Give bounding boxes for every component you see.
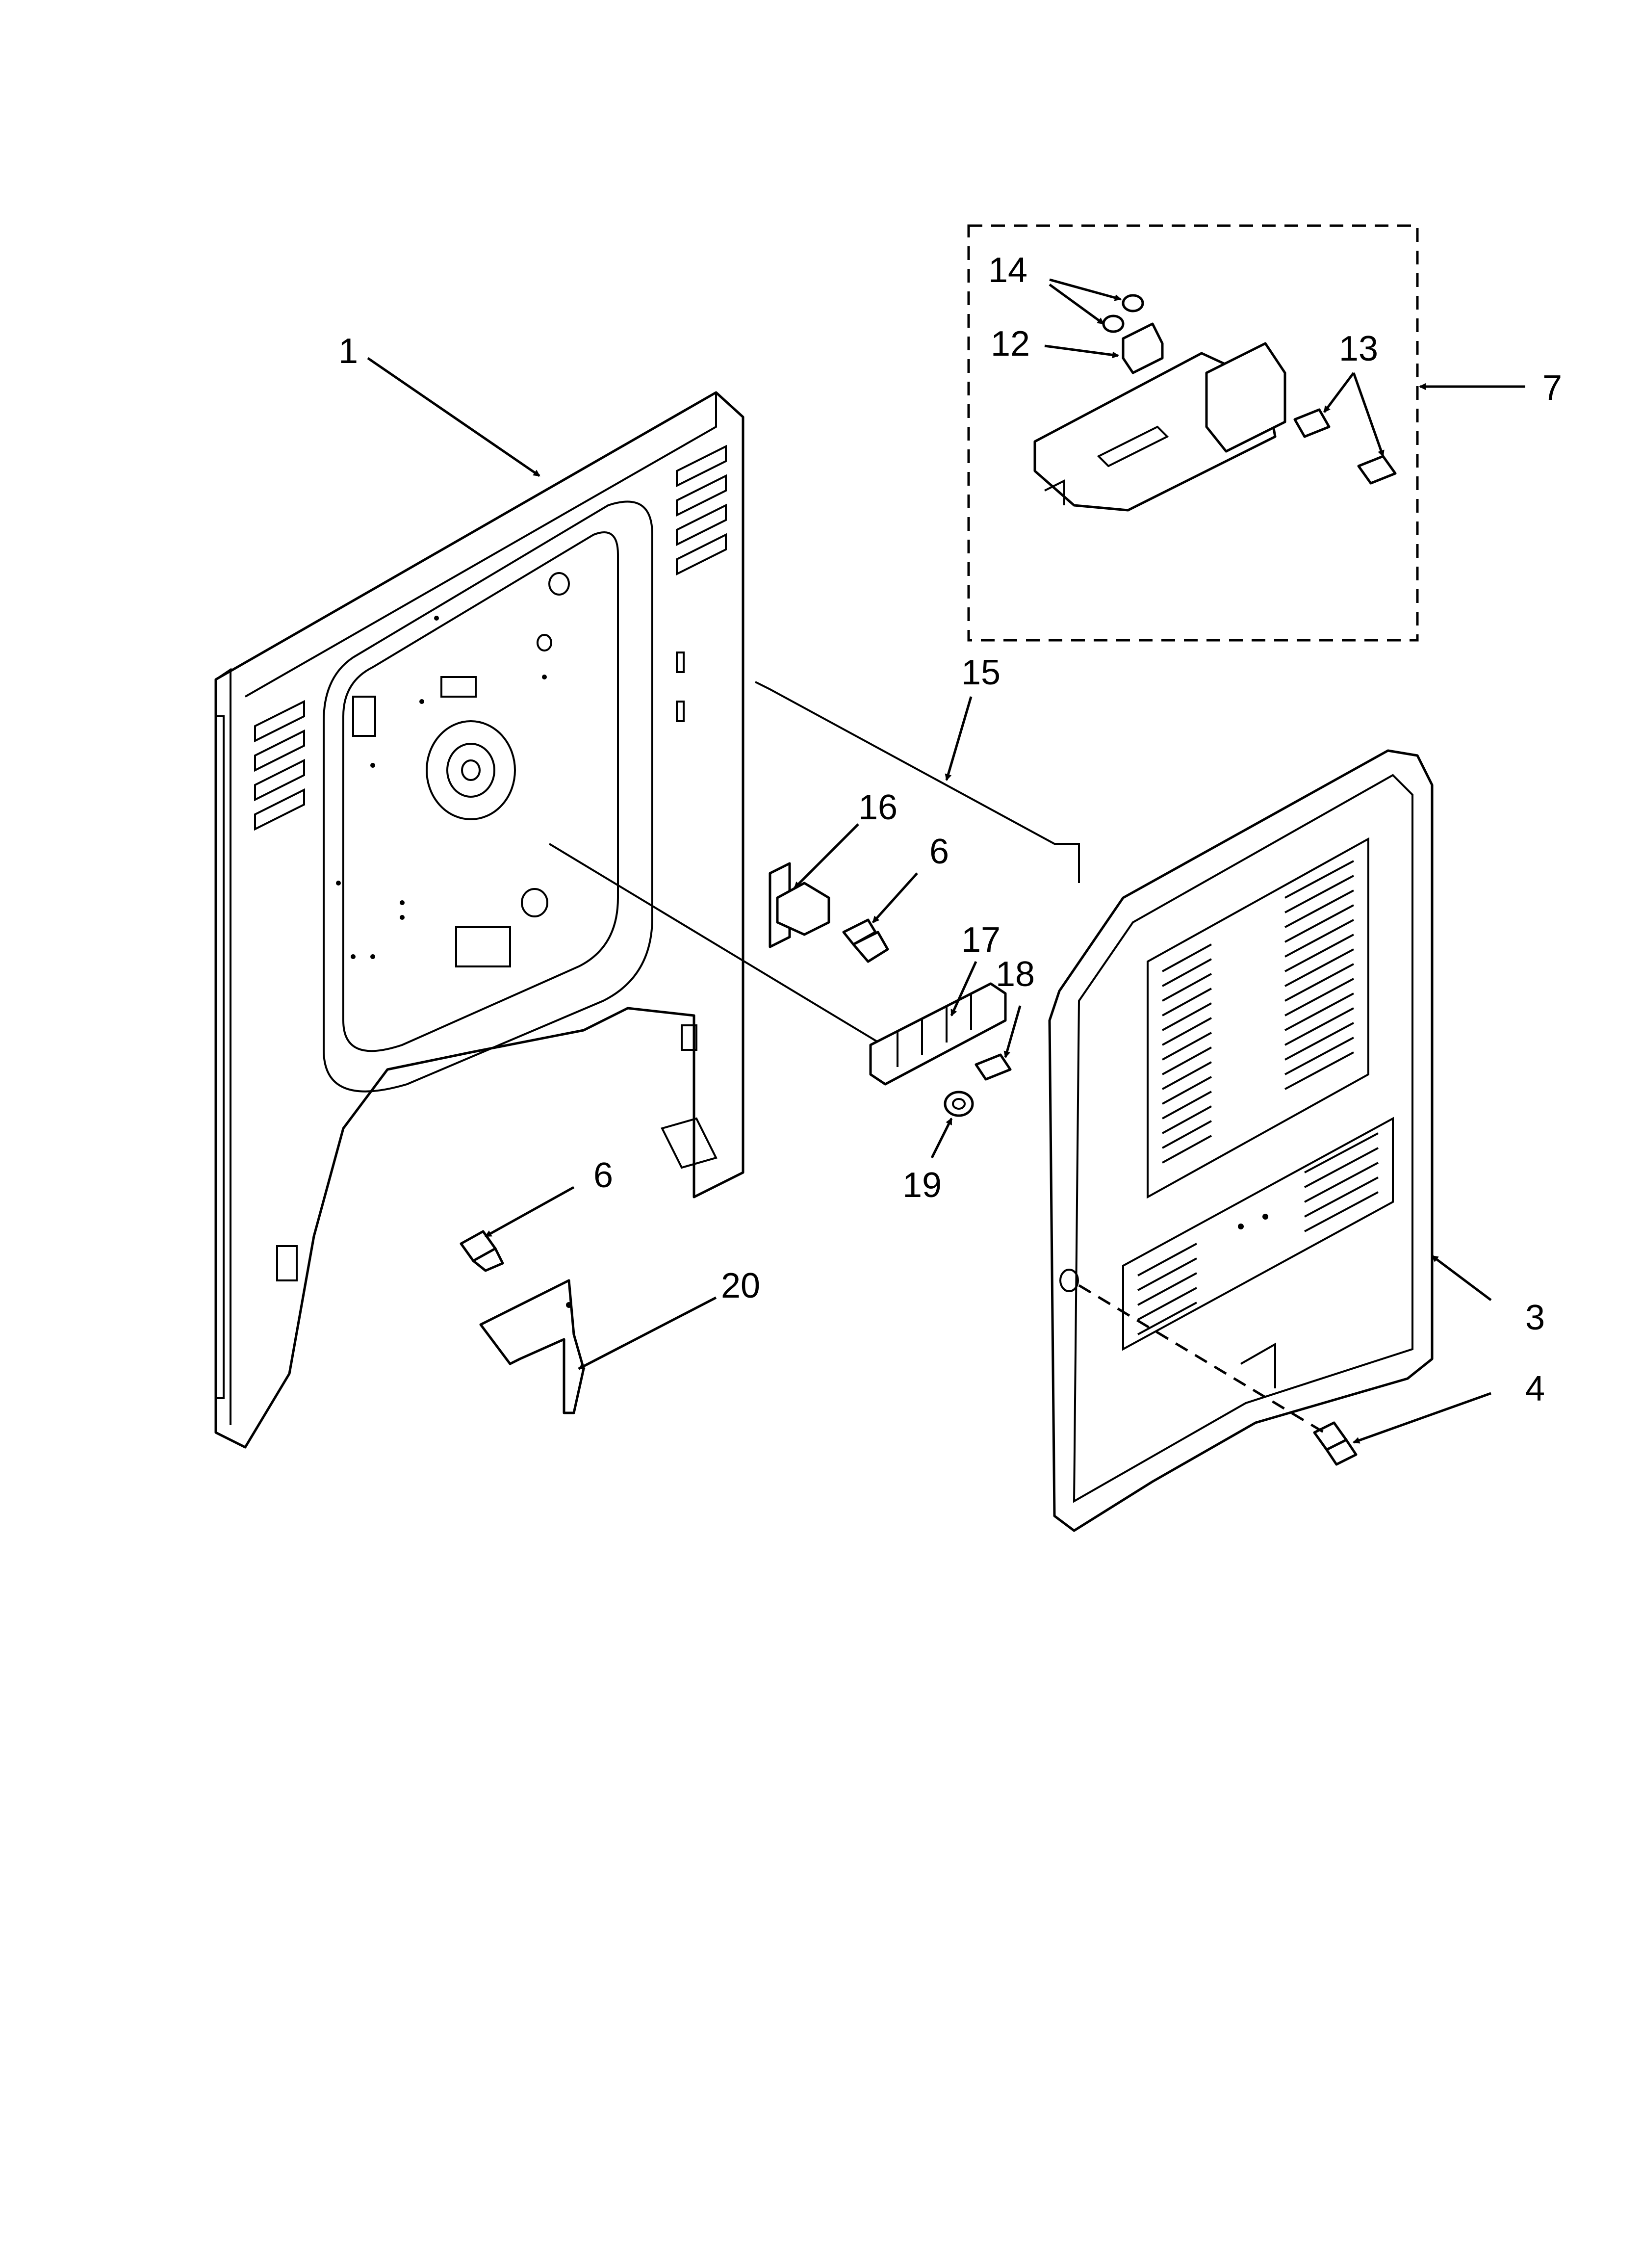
rod-part-15 [755, 681, 1080, 883]
screw-part-6-lower [460, 1230, 504, 1272]
callout-12: 12 [991, 324, 1030, 364]
nuts-part-14 [1102, 294, 1144, 333]
bracket-part-20 [479, 1279, 585, 1414]
nut-part-19 [944, 1091, 974, 1117]
callout-7: 7 [1542, 368, 1562, 408]
callout-1: 1 [338, 332, 358, 371]
callout-3: 3 [1525, 1298, 1545, 1337]
callout-16: 16 [858, 788, 898, 827]
switch-part-12 [1122, 322, 1164, 374]
callout-13: 13 [1339, 329, 1378, 368]
rear-panel-part-1 [214, 391, 884, 1449]
terminal-block-part-17 [869, 982, 1007, 1086]
screw-part-18 [975, 1053, 1012, 1081]
callout-6-lower: 6 [593, 1156, 613, 1195]
callout-20: 20 [721, 1266, 760, 1305]
screw-part-4 [1313, 1421, 1358, 1466]
callout-18: 18 [996, 955, 1035, 994]
bracket-part-16 [769, 862, 830, 948]
screws-part-13 [1293, 408, 1397, 485]
callout-15: 15 [961, 653, 1001, 692]
callout-14: 14 [988, 251, 1027, 290]
callout-4: 4 [1525, 1369, 1545, 1408]
callout-17: 17 [961, 920, 1001, 960]
side-panel-part-3 [1048, 749, 1434, 1532]
callout-6-upper: 6 [929, 832, 949, 871]
leader-lines [367, 278, 1525, 1444]
callout-19: 19 [902, 1166, 942, 1205]
screw-part-6-upper [842, 918, 889, 963]
assembly-part-7 [967, 224, 1419, 642]
